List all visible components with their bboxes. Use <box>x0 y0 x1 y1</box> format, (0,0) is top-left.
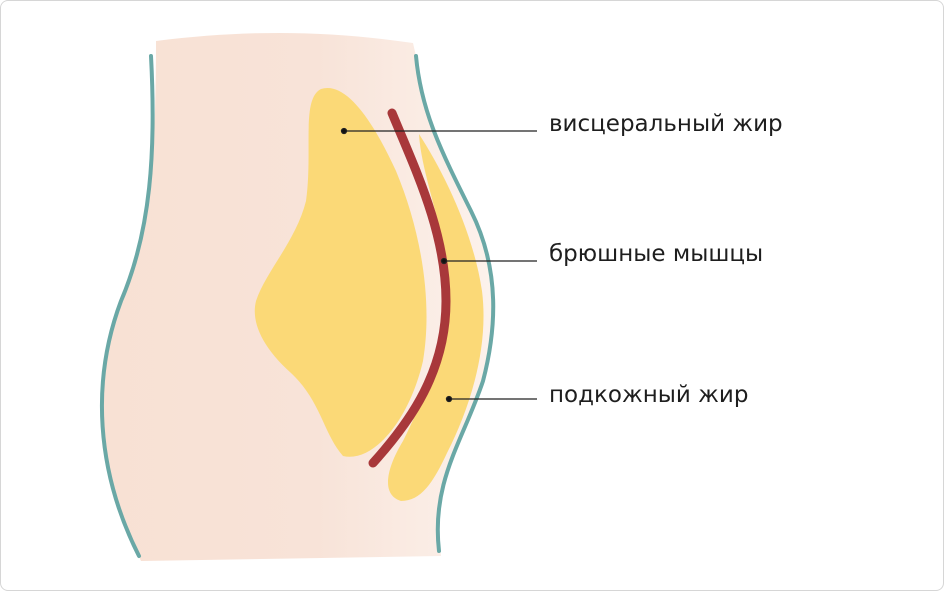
leader-dot-muscles <box>440 257 448 265</box>
body-outline-right <box>414 54 496 553</box>
abdominal-muscle-shape <box>368 108 451 468</box>
label-visceral-fat: висцеральный жир <box>549 111 783 137</box>
label-subcutaneous-fat: подкожный жир <box>549 382 749 408</box>
subcutaneous-fat-shape <box>388 134 484 501</box>
body-outline-left <box>99 54 155 558</box>
leader-dot-visceral <box>340 127 348 135</box>
visceral-fat-shape <box>254 87 427 457</box>
label-abdominal-muscles: брюшные мышцы <box>549 241 764 267</box>
leader-dot-subcutaneous <box>445 395 453 403</box>
